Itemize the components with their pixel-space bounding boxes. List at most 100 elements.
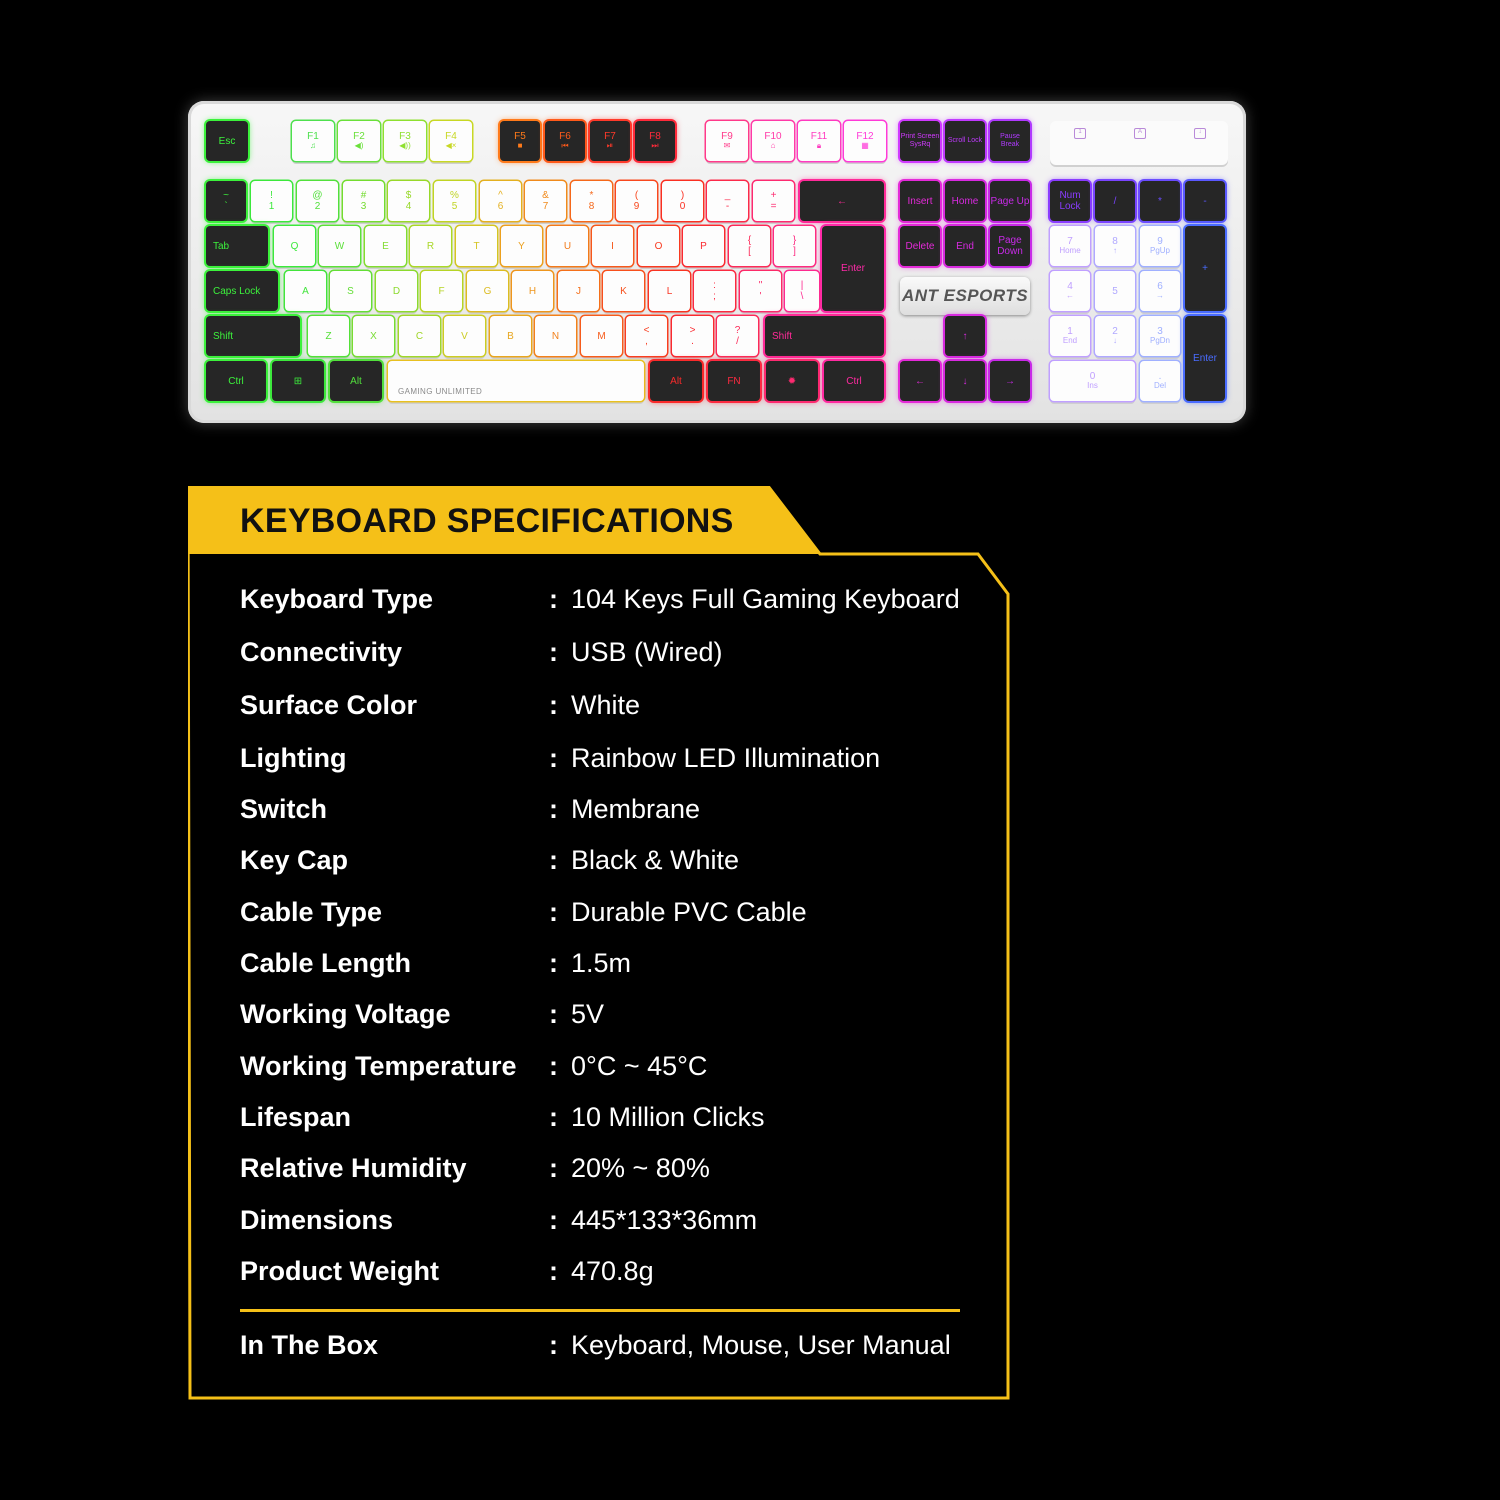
key-print-screen: Print Screen SysRq bbox=[900, 121, 940, 161]
key-left-ctrl: Ctrl bbox=[206, 361, 266, 401]
stop-icon: ■ bbox=[517, 141, 523, 151]
spec-colon: : bbox=[549, 1153, 558, 1183]
key-numpad-enter: Enter bbox=[1185, 316, 1225, 401]
keyboard-image: Esc F1♫ F2◀) F3◀)) F4◀× F5■ F6⏮ F7⏯ F8⏭ … bbox=[188, 101, 1246, 423]
key-numpad-multiply: * bbox=[1140, 181, 1180, 221]
key-0: )0 bbox=[662, 181, 703, 221]
key-arrow-left: ← bbox=[900, 361, 940, 401]
key-numpad-minus: - bbox=[1185, 181, 1225, 221]
key-numpad-2: 2↓ bbox=[1095, 316, 1135, 356]
spec-label: Connectivity bbox=[240, 637, 403, 667]
key-a: A bbox=[285, 271, 326, 311]
spec-label: Keyboard Type bbox=[240, 584, 434, 614]
key-f4: F4◀× bbox=[430, 121, 472, 161]
spec-label: Cable Length bbox=[240, 948, 412, 978]
key-insert: Insert bbox=[900, 181, 940, 221]
spec-value: White bbox=[571, 690, 641, 720]
spec-value: 1.5m bbox=[571, 948, 632, 978]
key-d: D bbox=[376, 271, 417, 311]
spec-label: Switch bbox=[240, 794, 328, 824]
key-numpad-8: 8↑ bbox=[1095, 226, 1135, 266]
spec-colon: : bbox=[549, 845, 558, 875]
key-right-alt: Alt bbox=[650, 361, 702, 401]
key-u: U bbox=[547, 226, 588, 266]
key-h: H bbox=[512, 271, 553, 311]
key-r: R bbox=[410, 226, 451, 266]
light-icon: ✹ bbox=[787, 375, 797, 387]
spacebar-label: GAMING UNLIMITED bbox=[398, 387, 483, 396]
key-2: @2 bbox=[297, 181, 338, 221]
key-numpad-4: 4← bbox=[1050, 271, 1090, 311]
key-slash: ?/ bbox=[717, 316, 758, 356]
panel-frame bbox=[188, 486, 1010, 1400]
key-t: T bbox=[456, 226, 497, 266]
key-n: N bbox=[535, 316, 576, 356]
windows-icon: ⊞ bbox=[293, 375, 303, 387]
spec-value: Membrane bbox=[571, 794, 701, 824]
caps-lock-indicator-icon: A bbox=[1134, 128, 1146, 139]
spec-value: Black & White bbox=[571, 845, 740, 875]
key-minus: _- bbox=[707, 181, 748, 221]
key-4: $4 bbox=[388, 181, 429, 221]
spec-colon: : bbox=[549, 637, 558, 667]
key-pause: Pause Break bbox=[990, 121, 1030, 161]
spec-label: Lifespan bbox=[240, 1102, 352, 1132]
key-spacebar bbox=[388, 361, 644, 401]
previous-icon: ⏮ bbox=[561, 141, 569, 151]
spec-label: Cable Type bbox=[240, 897, 383, 927]
specifications-title: KEYBOARD SPECIFICATIONS bbox=[240, 502, 734, 540]
in-box-value: Keyboard, Mouse, User Manual bbox=[571, 1330, 951, 1360]
key-i: I bbox=[592, 226, 633, 266]
spec-colon: : bbox=[549, 584, 558, 614]
divider-line bbox=[240, 1309, 960, 1312]
key-x: X bbox=[353, 316, 394, 356]
spec-colon: : bbox=[549, 794, 558, 824]
spec-value: 0°C ~ 45°C bbox=[571, 1051, 708, 1081]
lock-icon: 🔒︎ bbox=[816, 141, 822, 151]
key-arrow-up: ↑ bbox=[945, 316, 985, 356]
spec-value: 5V bbox=[571, 999, 605, 1029]
key-page-down: Page Down bbox=[990, 226, 1030, 266]
key-num-lock: Num Lock bbox=[1050, 181, 1090, 221]
key-esc: Esc bbox=[206, 121, 248, 161]
key-numpad-plus: + bbox=[1185, 226, 1225, 311]
key-caps-lock: Caps Lock bbox=[206, 271, 278, 311]
spec-label: Surface Color bbox=[240, 690, 418, 720]
key-f8: F8⏭ bbox=[635, 121, 675, 161]
key-j: J bbox=[558, 271, 599, 311]
play-pause-icon: ⏯ bbox=[606, 141, 614, 151]
key-v: V bbox=[444, 316, 485, 356]
spec-colon: : bbox=[549, 897, 558, 927]
spec-colon: : bbox=[549, 948, 558, 978]
key-8: *8 bbox=[571, 181, 612, 221]
key-equal: += bbox=[753, 181, 794, 221]
key-left-alt: Alt bbox=[330, 361, 382, 401]
key-f9: F9✉ bbox=[706, 121, 748, 161]
key-f12: F12▦ bbox=[844, 121, 886, 161]
spec-colon: : bbox=[549, 1051, 558, 1081]
key-y: Y bbox=[501, 226, 542, 266]
spec-colon: : bbox=[549, 1330, 558, 1360]
key-f10: F10⌂ bbox=[752, 121, 794, 161]
mute-icon: ◀× bbox=[445, 141, 457, 151]
key-right-ctrl: Ctrl bbox=[824, 361, 884, 401]
spec-label: Key Cap bbox=[240, 845, 349, 875]
spec-value: USB (Wired) bbox=[571, 637, 723, 667]
in-box-label: In The Box bbox=[240, 1330, 379, 1360]
key-period: >. bbox=[672, 316, 713, 356]
key-f5: F5■ bbox=[500, 121, 540, 161]
spec-label: Lighting bbox=[240, 743, 347, 773]
brand-logo: ANT ESPORTS bbox=[900, 277, 1030, 315]
key-right-bracket: }] bbox=[774, 226, 815, 266]
key-9: (9 bbox=[616, 181, 657, 221]
spec-value: 445*133*36mm bbox=[571, 1205, 758, 1235]
key-1: !1 bbox=[251, 181, 292, 221]
key-tilde: ~` bbox=[206, 181, 246, 221]
spec-value: 10 Million Clicks bbox=[571, 1102, 765, 1132]
key-f6: F6⏮ bbox=[545, 121, 585, 161]
key-z: Z bbox=[308, 316, 349, 356]
key-home: Home bbox=[945, 181, 985, 221]
